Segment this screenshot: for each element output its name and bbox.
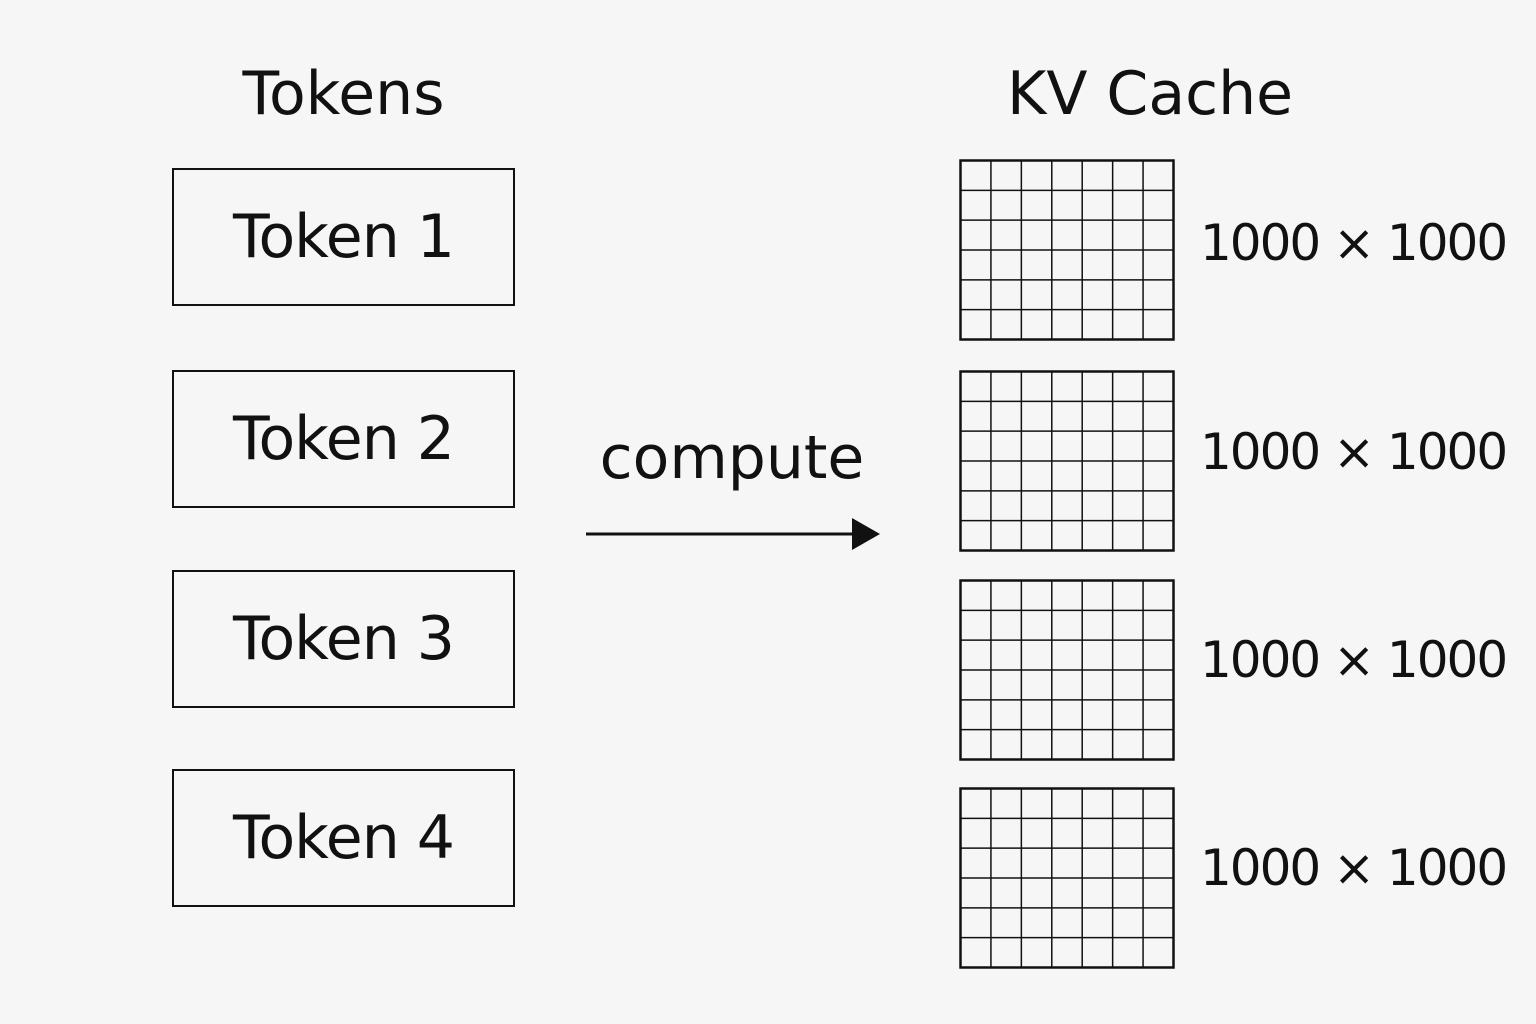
kv-cache-matrix-1 <box>959 159 1175 341</box>
token-label: Token 1 <box>233 202 455 272</box>
dimension-label-2: 1000 × 1000 <box>1200 423 1508 481</box>
dimension-label-3: 1000 × 1000 <box>1200 631 1508 689</box>
token-box-1: Token 1 <box>172 168 515 306</box>
tokens-heading: Tokens <box>242 59 445 129</box>
compute-label: compute <box>599 423 865 493</box>
kv-cache-matrix-4 <box>959 787 1175 969</box>
token-label: Token 3 <box>233 604 455 674</box>
token-label: Token 2 <box>233 404 455 474</box>
token-box-3: Token 3 <box>172 570 515 708</box>
kv-cache-heading: KV Cache <box>1006 59 1294 129</box>
kv-cache-matrix-3 <box>959 579 1175 761</box>
token-label: Token 4 <box>233 803 455 873</box>
dimension-label-4: 1000 × 1000 <box>1200 839 1508 897</box>
dimension-label-1: 1000 × 1000 <box>1200 214 1508 272</box>
compute-arrow-icon <box>586 518 880 550</box>
token-box-4: Token 4 <box>172 769 515 907</box>
token-box-2: Token 2 <box>172 370 515 508</box>
kv-cache-matrix-2 <box>959 370 1175 552</box>
